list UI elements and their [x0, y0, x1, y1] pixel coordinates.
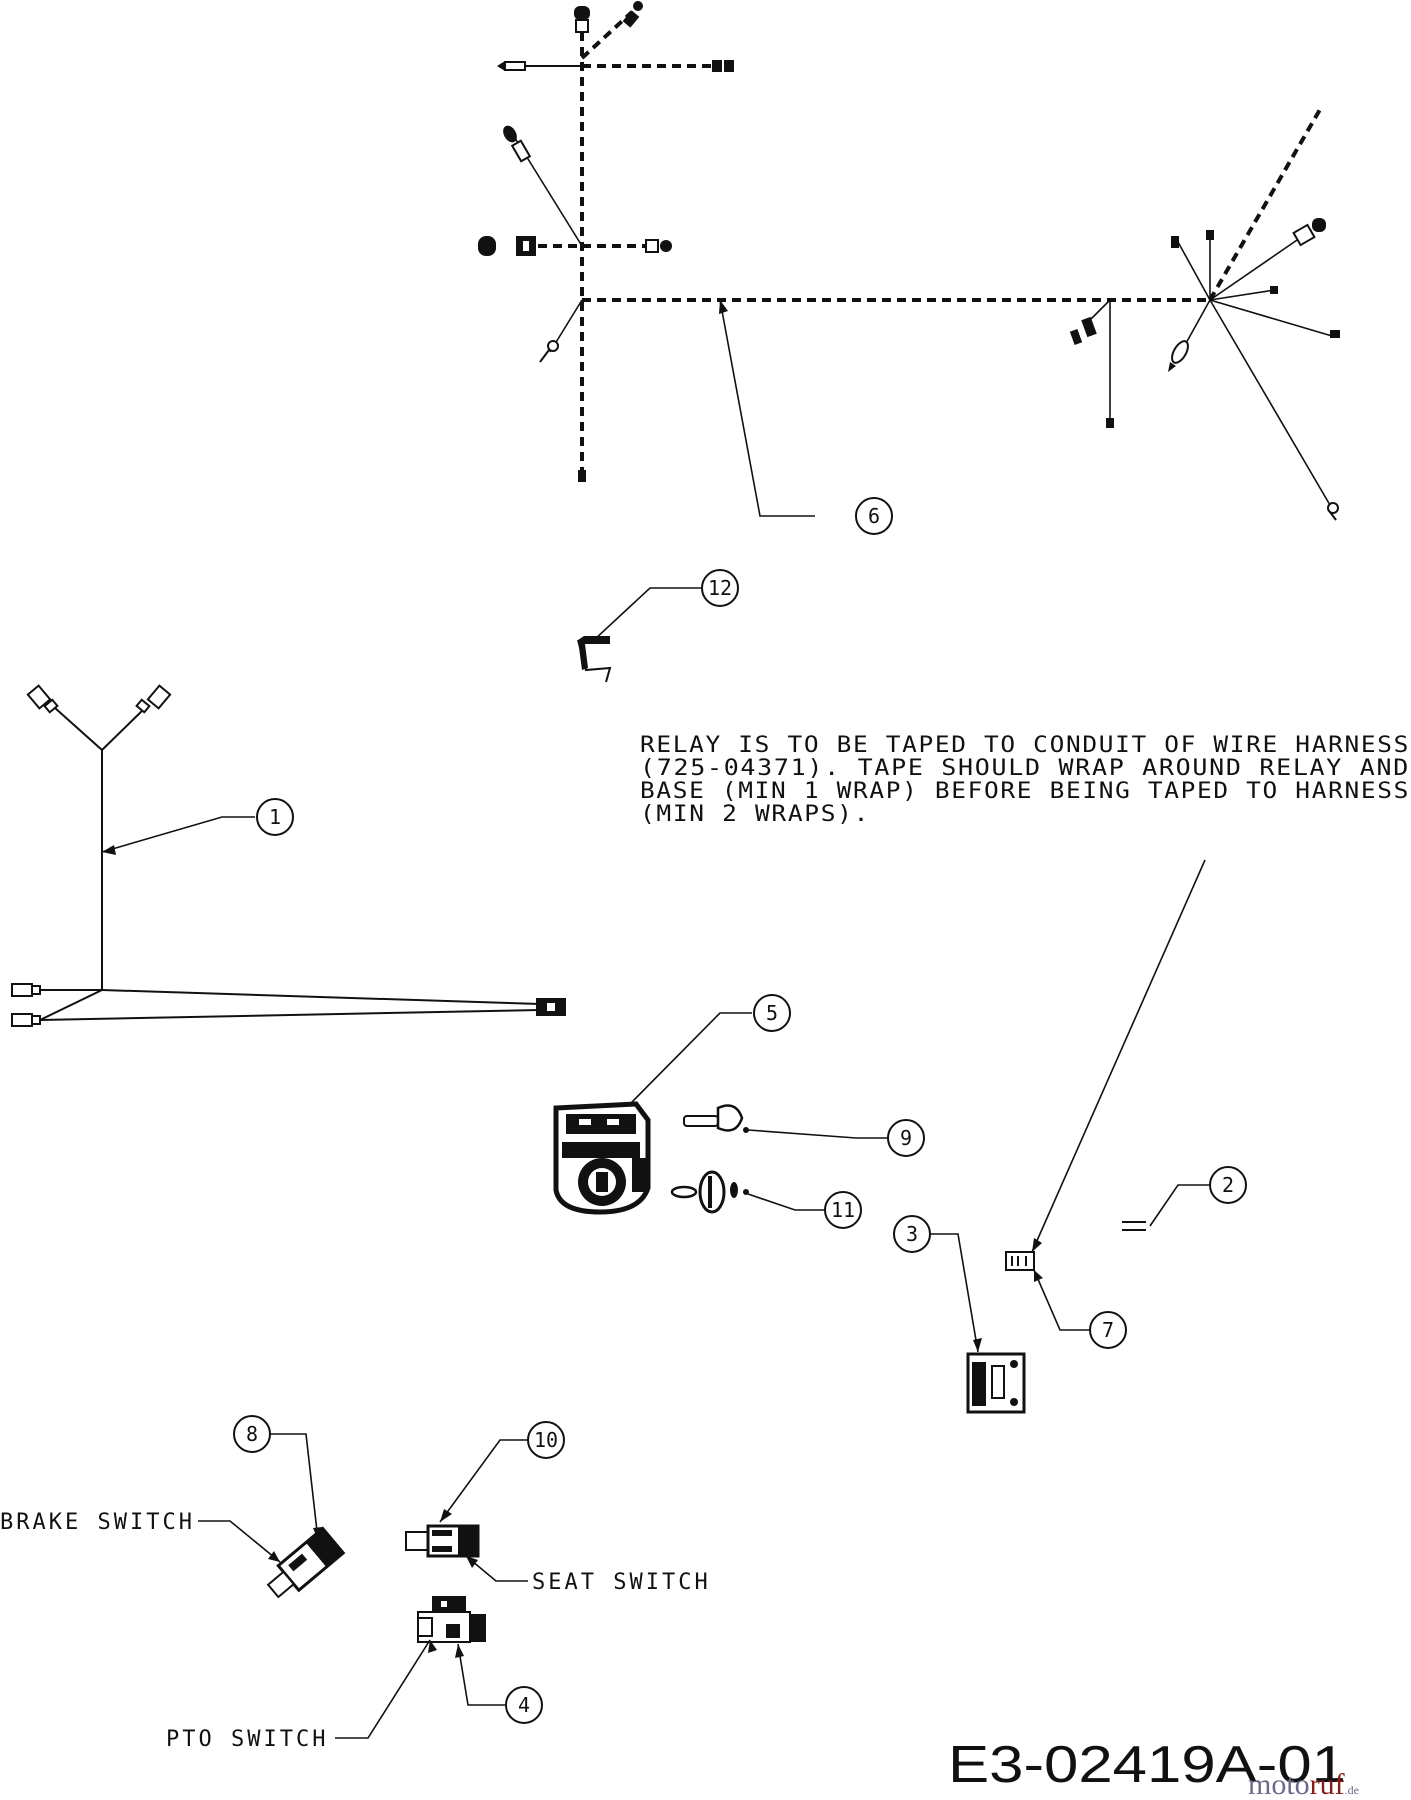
- main-wire-harness: [478, 1, 1340, 521]
- callout-4: 4: [505, 1686, 543, 1724]
- callout-9: 9: [887, 1119, 925, 1157]
- relay-note-line-1: RELAY IS TO BE TAPED TO CONDUIT OF WIRE …: [640, 733, 1410, 758]
- callout-9-number: 9: [900, 1126, 912, 1150]
- ignition-switch: [553, 1101, 651, 1215]
- callout-7: 7: [1089, 1311, 1127, 1349]
- module: [966, 1352, 1026, 1414]
- callout-6-number: 6: [868, 504, 880, 528]
- callout-3: 3: [893, 1215, 931, 1253]
- callout-6: 6: [855, 497, 893, 535]
- callout-4-number: 4: [518, 1693, 530, 1717]
- relay-note-line-4: (MIN 2 WRAPS).: [640, 802, 870, 827]
- leader-lines: [101, 299, 1210, 1739]
- brake-switch-label: BRAKE SWITCH: [0, 1510, 195, 1535]
- seat-switch-label: SEAT SWITCH: [532, 1570, 711, 1595]
- knob: [670, 1170, 749, 1214]
- callout-7-number: 7: [1102, 1318, 1114, 1342]
- pto-switch-label: PTO SWITCH: [166, 1727, 328, 1752]
- drawing-number: E3-02419A-01: [948, 1736, 1346, 1794]
- key: [683, 1104, 749, 1133]
- callout-12-number: 12: [708, 576, 732, 600]
- callout-12: 12: [701, 569, 739, 607]
- watermark-logo: motoruf.de: [1248, 1768, 1359, 1800]
- callout-10-number: 10: [534, 1428, 558, 1452]
- callout-1: 1: [256, 798, 294, 836]
- watermark-part-2: ruf: [1310, 1768, 1345, 1800]
- callout-5: 5: [753, 994, 791, 1032]
- callout-10: 10: [527, 1421, 565, 1459]
- relay-note: RELAY IS TO BE TAPED TO CONDUIT OF WIRE …: [640, 733, 1410, 827]
- callout-3-number: 3: [906, 1222, 918, 1246]
- svg-text:motoruf.de: motoruf.de: [1248, 1768, 1359, 1800]
- pto-switch: [417, 1596, 486, 1643]
- callout-11: 11: [824, 1191, 862, 1229]
- brake-switch: [266, 1526, 346, 1599]
- watermark-part-1: moto: [1248, 1768, 1310, 1800]
- relay: [1005, 1251, 1035, 1271]
- relay-note-line-2: (725-04371). TAPE SHOULD WRAP AROUND REL…: [640, 756, 1410, 781]
- seat-switch: [405, 1524, 480, 1558]
- fuse-holder: [577, 636, 612, 683]
- watermark-part-3: .de: [1345, 1783, 1359, 1797]
- callout-11-number: 11: [831, 1198, 855, 1222]
- callout-8: 8: [233, 1415, 271, 1453]
- sub-harness: [11, 684, 566, 1027]
- bracket: [1122, 1221, 1146, 1231]
- callout-2-number: 2: [1222, 1173, 1234, 1197]
- callout-1-number: 1: [269, 805, 281, 829]
- callout-8-number: 8: [246, 1422, 258, 1446]
- callout-5-number: 5: [766, 1001, 778, 1025]
- relay-note-line-3: BASE (MIN 1 WRAP) BEFORE BEING TAPED TO …: [640, 779, 1410, 804]
- callout-2: 2: [1209, 1166, 1247, 1204]
